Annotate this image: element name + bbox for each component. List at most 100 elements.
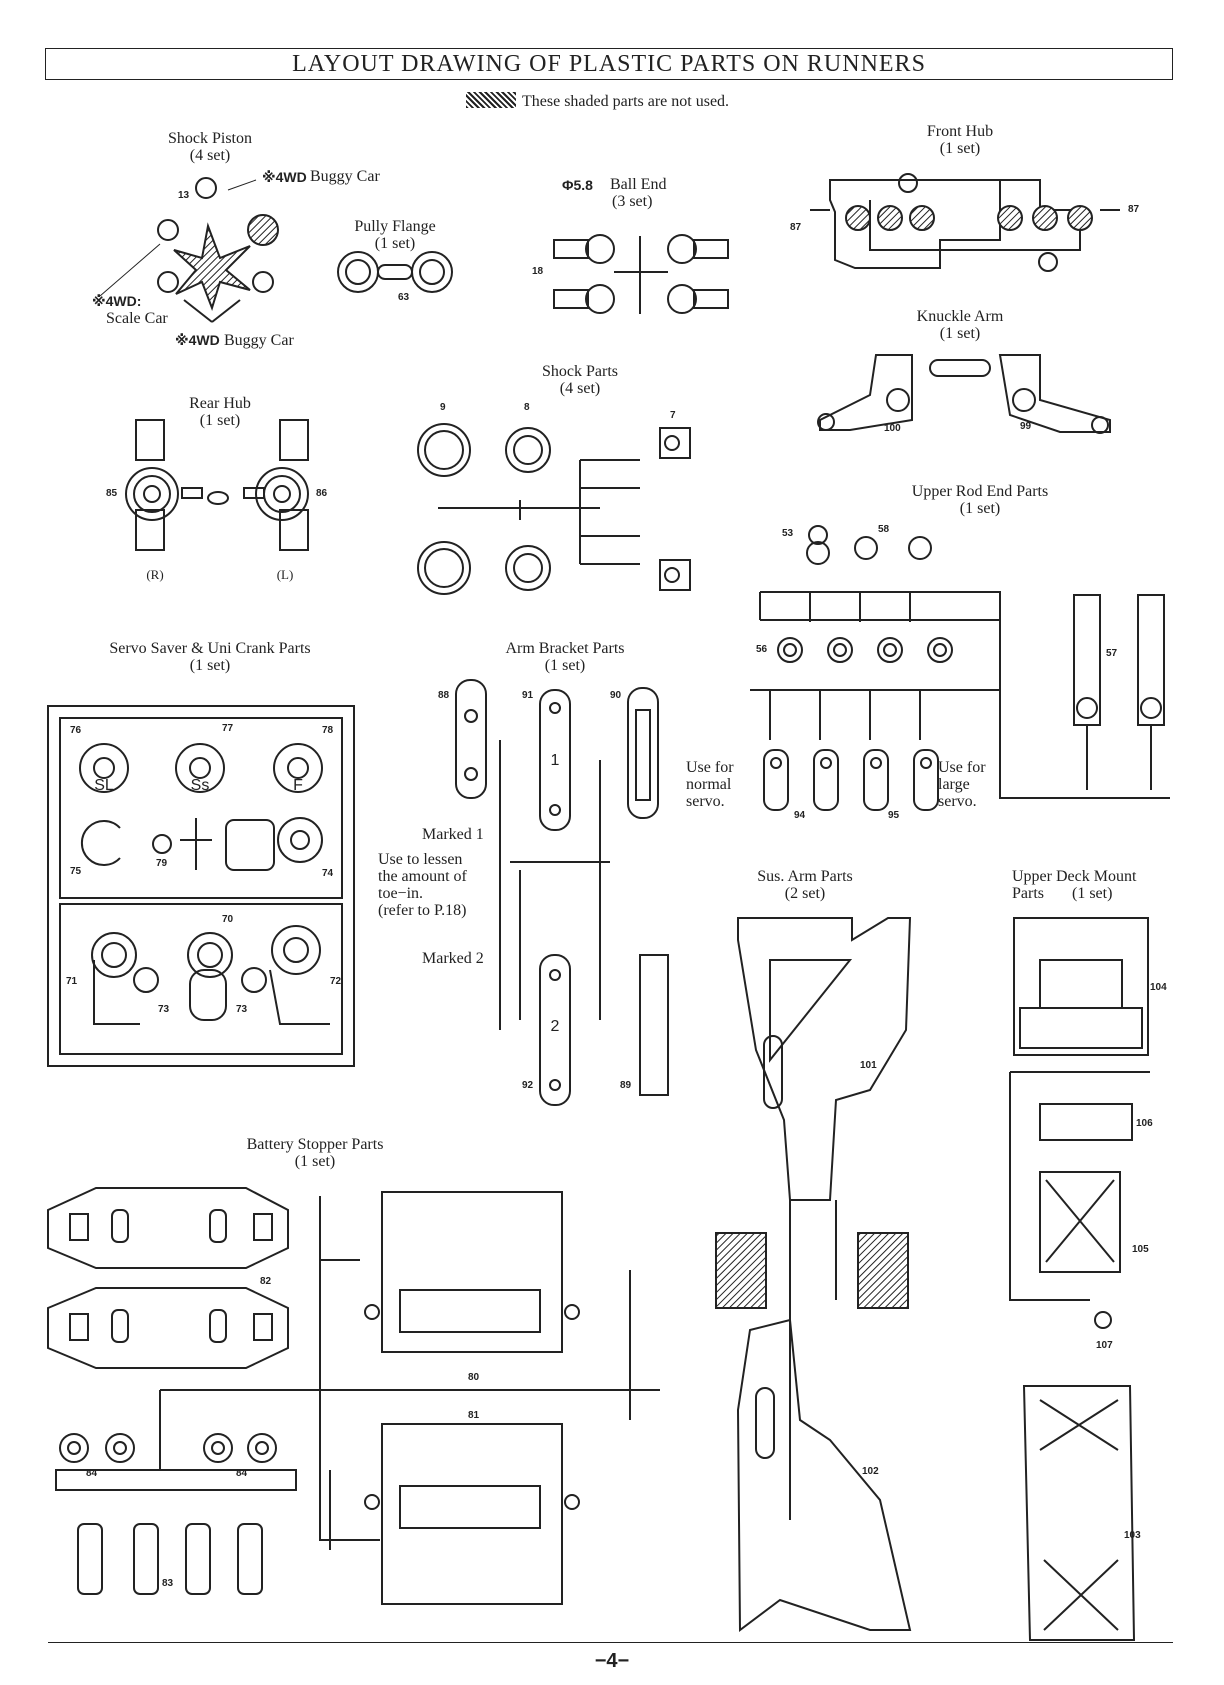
battery-stopper-drawing (47, 1187, 660, 1605)
shock-piston-note-left: ※4WD: (92, 293, 142, 309)
arm-bracket-mark1: 1 (550, 752, 560, 769)
ball-end-qty: (3 set) (612, 193, 653, 210)
shaded-swatch (466, 92, 516, 108)
shock-parts-title: Shock Parts (542, 363, 618, 380)
upper-rod-end-qty: (1 set) (959, 500, 1001, 517)
knuckle-arm-title: Knuckle Arm (916, 308, 1004, 325)
upper-deck-title: Upper Deck Mount (1012, 868, 1137, 885)
part-number-58: 58 (878, 524, 890, 535)
part-number-90: 90 (610, 690, 622, 701)
shock-piston-note-top-suffix: Buggy Car (310, 168, 380, 185)
pully-flange-qty: (1 set) (374, 235, 416, 252)
part-number-103: 103 (1124, 1530, 1141, 1541)
part-number-84b: 84 (236, 1468, 248, 1479)
shock-piston-note-top: ※4WD (262, 169, 307, 185)
part-number-101: 101 (860, 1060, 877, 1071)
page-number: −4− (594, 1650, 630, 1672)
arm-bracket-title: Arm Bracket Parts (505, 640, 625, 657)
part-number-94: 94 (794, 810, 806, 821)
part-number-102: 102 (862, 1466, 879, 1477)
upper-rod-end-title: Upper Rod End Parts (911, 483, 1049, 500)
shock-piston-note-left2: Scale Car (106, 310, 168, 327)
sus-arm-qty: (2 set) (784, 885, 826, 902)
upper-deck-drawing (1009, 917, 1150, 1641)
part-number-87-left: 87 (790, 222, 802, 233)
arm-bracket-note-line1: Use to lessen (378, 851, 463, 868)
footer-rule (48, 1642, 1173, 1643)
normal-servo-line3: servo. (686, 793, 725, 810)
rear-hub-label-l: (L) (276, 567, 294, 582)
arm-bracket-mark2: 2 (550, 1018, 560, 1035)
ball-end-title: Ball End (610, 176, 667, 193)
shaded-note: These shaded parts are not used. (522, 93, 730, 110)
part-number-107: 107 (1096, 1340, 1113, 1351)
part-number-106: 106 (1136, 1118, 1153, 1129)
part-number-7: 7 (670, 410, 676, 421)
front-hub-title: Front Hub (926, 123, 994, 140)
rear-hub-title: Rear Hub (189, 395, 251, 412)
part-number-81: 81 (468, 1410, 480, 1421)
part-number-74: 74 (322, 868, 334, 879)
part-number-86: 86 (316, 488, 328, 499)
servo-saver-sl: SL (94, 777, 114, 794)
part-number-18: 18 (532, 266, 544, 277)
part-number-105: 105 (1132, 1244, 1149, 1255)
part-number-13: 13 (178, 190, 190, 201)
front-hub-drawing (810, 173, 1120, 272)
part-number-82: 82 (260, 1276, 272, 1287)
shock-parts-qty: (4 set) (559, 380, 601, 397)
upper-deck-qty: (1 set) (1072, 885, 1113, 902)
large-servo-line1: Use for (938, 759, 986, 776)
servo-saver-f: F (293, 777, 303, 794)
part-number-73a: 73 (158, 1004, 170, 1015)
shock-piston-title: Shock Piston (167, 130, 252, 147)
arm-bracket-drawing (455, 679, 669, 1106)
normal-servo-line1: Use for (686, 759, 734, 776)
servo-saver-drawing (47, 705, 355, 1067)
part-number-72: 72 (330, 976, 342, 987)
ball-end-prefix: Φ5.8 (562, 177, 593, 193)
battery-stopper-qty: (1 set) (294, 1153, 336, 1170)
part-number-100: 100 (884, 423, 901, 434)
large-servo-line2: large (938, 776, 970, 793)
servo-saver-ss: Ss (190, 777, 210, 794)
normal-servo-line2: normal (686, 776, 732, 793)
part-number-77: 77 (222, 723, 234, 734)
shock-piston-drawing (99, 177, 279, 323)
rear-hub-drawing (125, 419, 309, 551)
part-number-92: 92 (522, 1080, 534, 1091)
arm-bracket-qty: (1 set) (544, 657, 586, 674)
part-number-99: 99 (1020, 421, 1032, 432)
part-number-75: 75 (70, 866, 82, 877)
front-hub-qty: (1 set) (939, 140, 981, 157)
pully-flange-title: Pully Flange (354, 218, 436, 235)
shock-piston-note-bottom-suffix: Buggy Car (224, 332, 294, 349)
part-number-84a: 84 (86, 1468, 98, 1479)
servo-saver-title: Servo Saver & Uni Crank Parts (109, 640, 311, 657)
part-number-88: 88 (438, 690, 450, 701)
marked2-label: Marked 2 (422, 950, 484, 967)
part-number-57: 57 (1106, 648, 1118, 659)
part-number-80: 80 (468, 1372, 480, 1383)
upper-rod-end-drawing (750, 525, 1170, 811)
part-number-63: 63 (398, 292, 410, 303)
rear-hub-qty: (1 set) (199, 412, 241, 429)
marked1-label: Marked 1 (422, 826, 484, 843)
part-number-70: 70 (222, 914, 234, 925)
rear-hub-label-r: (R) (146, 567, 164, 582)
sus-arm-title: Sus. Arm Parts (757, 868, 853, 885)
ball-end-drawing (553, 234, 729, 314)
arm-bracket-note-line4: (refer to P.18) (378, 902, 467, 919)
large-servo-line3: servo. (938, 793, 977, 810)
knuckle-arm-drawing (817, 354, 1111, 434)
shock-piston-qty: (4 set) (189, 147, 231, 164)
arm-bracket-note-line2: the amount of (378, 868, 467, 885)
upper-deck-title2: Parts (1012, 885, 1044, 902)
part-number-79: 79 (156, 858, 168, 869)
shock-piston-note-bottom: ※4WD (175, 332, 220, 348)
battery-stopper-title: Battery Stopper Parts (246, 1136, 384, 1153)
arm-bracket-note-line3: toe−in. (378, 885, 424, 902)
shock-parts-drawing (417, 423, 691, 595)
servo-saver-qty: (1 set) (189, 657, 231, 674)
page-title: LAYOUT DRAWING OF PLASTIC PARTS ON RUNNE… (45, 48, 1173, 80)
